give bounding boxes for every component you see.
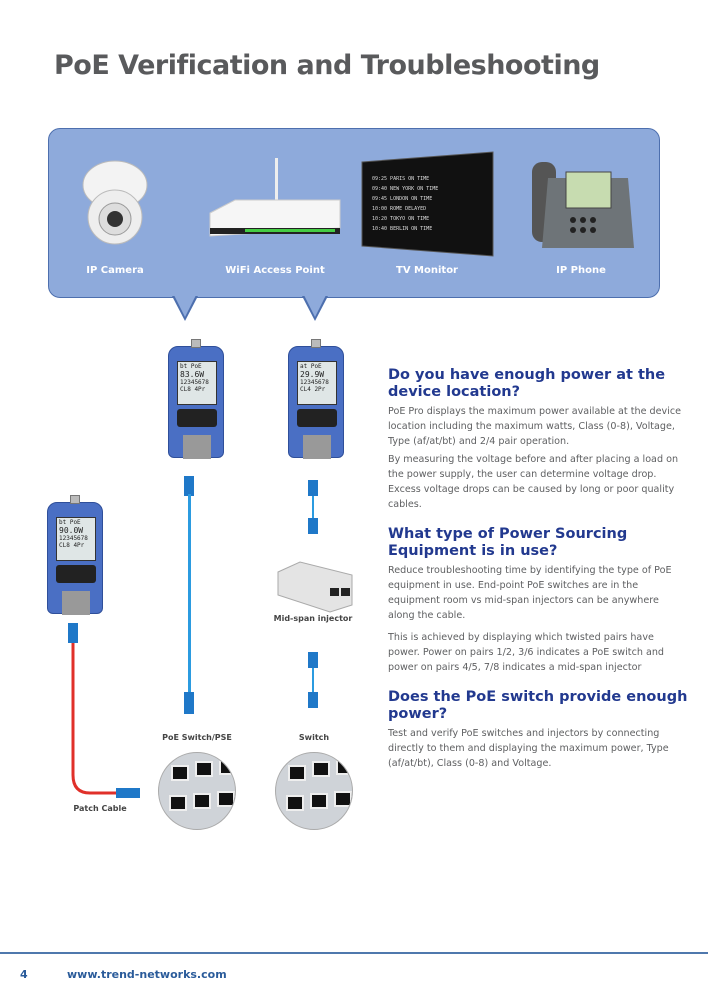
poe-switch-caption: PoE Switch/PSE: [162, 733, 232, 742]
tv-monitor-icon: 09:25 PARIS ON TIME 09:40 NEW YORK ON TIM…: [361, 151, 494, 257]
device-label: IP Camera: [86, 265, 144, 276]
section-paragraph: Test and verify PoE switches and injecto…: [388, 728, 669, 769]
short-cable-icon: [308, 652, 318, 708]
svg-text:10:20 TOKYO ON TIME: 10:20 TOKYO ON TIME: [372, 216, 429, 222]
section-paragraph: Reduce troubleshooting time by identifyi…: [388, 565, 672, 621]
device-label: IP Phone: [556, 265, 606, 276]
section-heading: What type of Power Sourcing Equipment is…: [388, 526, 628, 559]
section-heading: Do you have enough power at the device l…: [388, 367, 666, 400]
ip-phone-icon: [532, 162, 634, 248]
svg-text:09:25 PARIS ON TIME: 09:25 PARIS ON TIME: [372, 176, 429, 182]
midspan-injector-icon: [277, 561, 353, 613]
poe-switch-ports-icon: [158, 752, 236, 830]
website-link[interactable]: www.trend-networks.com: [67, 968, 227, 981]
patch-cable-caption: Patch Cable: [73, 804, 127, 813]
section-paragraph: This is achieved by displaying which twi…: [388, 632, 665, 673]
page-number: 4: [20, 968, 28, 981]
device-label: WiFi Access Point: [225, 265, 325, 276]
svg-text:10:40 BERLIN ON TIME: 10:40 BERLIN ON TIME: [372, 226, 432, 232]
short-cable-icon: [308, 480, 318, 534]
switch-caption: Switch: [298, 733, 330, 742]
patch-cable-icon: [68, 623, 140, 798]
section-paragraph: PoE Pro displays the maximum power avail…: [388, 406, 682, 447]
switch-ports-icon: [275, 752, 353, 830]
ethernet-cable-icon: [184, 476, 194, 714]
section-paragraph: By measuring the voltage before and afte…: [388, 454, 679, 510]
cables: [68, 476, 353, 798]
ip-camera-icon: [82, 160, 148, 245]
page-title: PoE Verification and Troubleshooting: [54, 50, 600, 81]
svg-text:09:40 NEW YORK ON TIME: 09:40 NEW YORK ON TIME: [372, 186, 438, 192]
footer-divider: [0, 952, 708, 954]
panel-pointer: [172, 295, 198, 321]
device-label: TV Monitor: [396, 265, 458, 276]
section-heading: Does the PoE switch provide enough power…: [388, 689, 688, 722]
panel-pointer: [302, 295, 328, 321]
wifi-router-icon: [209, 158, 341, 237]
injector-caption: Mid-span injector: [273, 614, 353, 623]
svg-text:10:00 ROME DELAYED: 10:00 ROME DELAYED: [372, 206, 426, 212]
svg-text:09:45 LONDON ON TIME: 09:45 LONDON ON TIME: [372, 196, 432, 202]
